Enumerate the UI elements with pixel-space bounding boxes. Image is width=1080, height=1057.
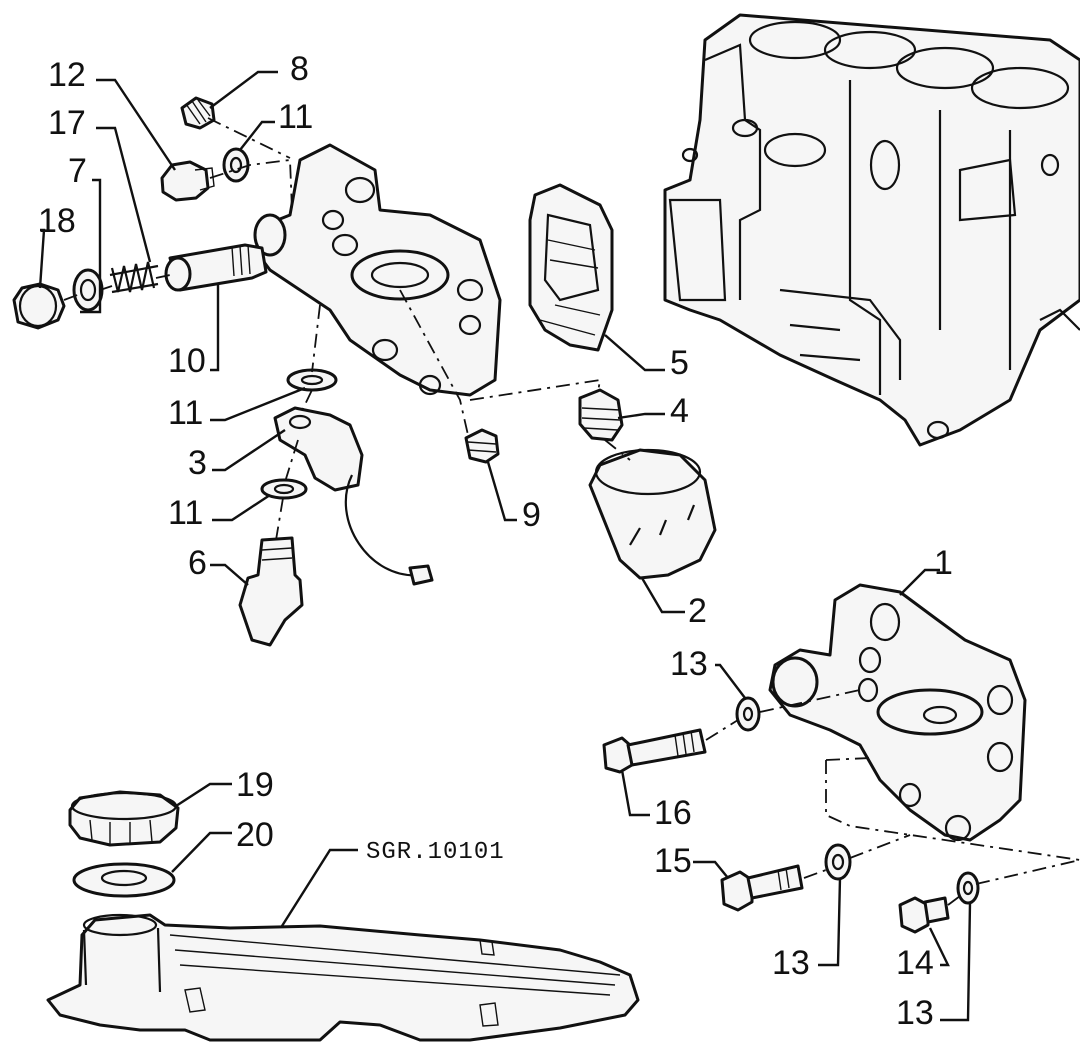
plug-8 [180,96,216,130]
washer-13-top [735,696,761,732]
washer-11-lower [260,478,308,500]
leader-6 [210,563,249,586]
callout-4: 4 [670,392,689,430]
relief-valve-plunger [164,243,268,292]
washer-11-top [222,147,250,183]
bolt-16 [602,728,707,774]
callout-13-top: 13 [670,645,708,683]
callout-3: 3 [188,444,207,482]
washer-13-bottom [956,871,980,905]
leader-13-top [715,663,746,699]
leader-14 [928,927,950,967]
callout-6: 6 [188,544,207,582]
oil-filter-2 [588,448,717,580]
washer-11-middle [286,368,338,392]
leader-7 [80,178,102,314]
leader-8 [209,70,278,109]
callout-18: 18 [38,202,76,240]
gasket-5 [528,183,614,352]
leader-4 [617,412,665,420]
callout-11-top: 11 [278,98,313,136]
leader-12 [96,78,176,171]
leader-reference [280,848,358,927]
leader-lines [38,70,972,1022]
washer-13-mid [824,843,852,881]
bolt-14 [898,896,950,934]
leader-2 [640,577,685,614]
assembly-lines [63,117,1080,906]
callout-labels: 12 17 7 18 8 11 10 11 3 11 6 5 4 9 2 1 1… [38,50,953,1032]
callout-14: 14 [896,944,934,982]
leader-13-mid [818,877,842,967]
leader-11-mid [210,386,306,422]
callout-11-low: 11 [168,494,203,532]
leader-11-low [212,493,271,522]
callout-2: 2 [688,592,707,630]
callout-15: 15 [654,842,692,880]
callout-1: 1 [934,544,953,582]
callout-12: 12 [48,56,86,94]
callout-19: 19 [236,766,274,804]
nipple-9 [464,428,500,464]
leader-10 [210,285,220,372]
oil-pressure-sender-6 [238,536,304,647]
callout-8: 8 [290,50,309,88]
callout-7: 7 [68,152,87,190]
leader-11-top [239,120,275,151]
callout-9: 9 [522,496,541,534]
filler-seal-20 [72,862,176,898]
callout-13-bottom: 13 [896,994,934,1032]
engine-block [663,13,1080,447]
nipple-4 [578,388,624,442]
leader-15 [693,860,729,879]
filter-mount-bracket [253,143,502,397]
mount-bracket-1 [768,583,1027,842]
leader-18 [38,228,46,289]
reference-code: SGR.10101 [366,839,505,866]
callout-13-mid: 13 [772,944,810,982]
leader-16 [620,769,650,817]
callout-11-mid: 11 [168,394,203,432]
plug-12 [160,160,215,202]
leader-9 [486,461,517,522]
leader-19 [175,782,232,808]
sealing-washer-7 [72,268,104,312]
plug-18 [12,282,66,330]
callout-5: 5 [670,344,689,382]
leader-20 [171,831,232,873]
bolt-15 [720,864,804,912]
leader-5 [604,334,665,372]
filler-cap-19 [68,790,180,847]
callout-17: 17 [48,104,86,142]
pressure-switch-3 [273,406,434,586]
callout-20: 20 [236,816,274,854]
callout-16: 16 [654,794,692,832]
leader-1 [899,568,940,596]
relief-valve-spring [109,261,159,294]
callout-10: 10 [168,342,206,380]
leader-3 [212,429,286,472]
valve-cover [46,913,640,1042]
leader-17 [96,126,152,263]
leader-13-bottom [940,902,972,1022]
